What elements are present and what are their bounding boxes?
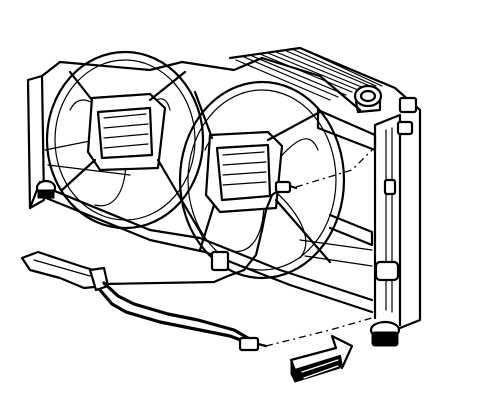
left-fan [45,50,207,242]
right-fan [178,80,346,280]
lower-connector [238,336,268,352]
filler-neck [353,84,383,114]
upper-connector [274,180,298,194]
fan-shroud [26,56,377,314]
alignment-lines [265,149,373,347]
mount-feet [35,179,401,347]
radiator-core [228,46,422,332]
arrow-right-icon [289,334,354,383]
wiring-harness [20,186,284,344]
